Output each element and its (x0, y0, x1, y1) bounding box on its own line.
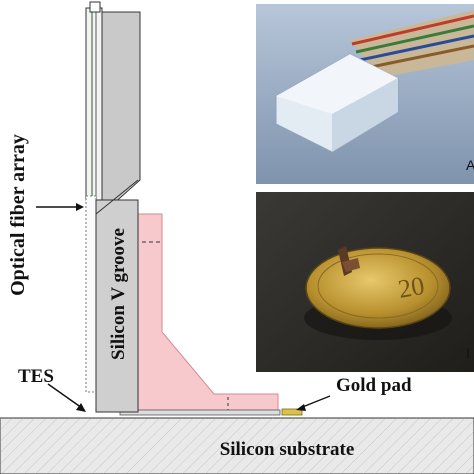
photo-fiber-connector: A (256, 4, 474, 184)
optical-fiber-array (85, 1, 103, 393)
photo-top-corner-letter: A (466, 157, 474, 173)
silicon-v-groove: Silicon V groove (95, 11, 141, 413)
coin-text: 20 (396, 271, 427, 304)
gold-pad-arrow (296, 395, 331, 411)
fiber-array-label: Optical fiber array (7, 134, 29, 296)
fiber-array-arrow (36, 203, 84, 211)
photo-coin-device: 20 I (256, 192, 474, 372)
gold-pad (281, 408, 303, 416)
tes-label: TES (18, 366, 54, 387)
silicon-substrate: Silicon substrate (0, 417, 474, 474)
photo-bottom-corner-letter: I (466, 345, 470, 361)
v-groove-label: Silicon V groove (108, 228, 129, 360)
substrate-label: Silicon substrate (220, 439, 355, 460)
tes-arrow (47, 383, 86, 412)
gold-pad-label: Gold pad (336, 375, 412, 396)
